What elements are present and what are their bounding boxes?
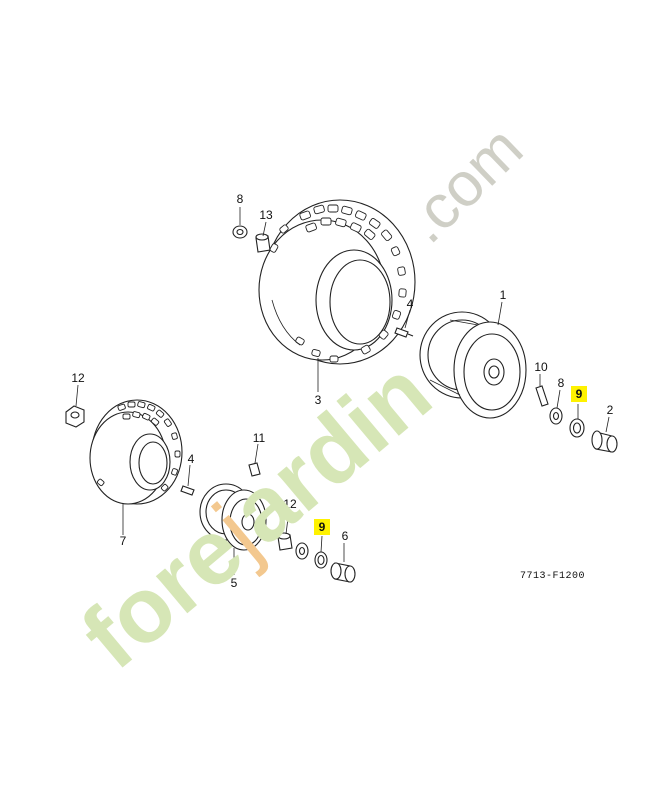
callout-6: 6 xyxy=(341,529,349,543)
large-tire xyxy=(258,199,416,365)
small-rim xyxy=(199,483,267,551)
washer-8-upper xyxy=(232,225,248,239)
drawing-reference-code: 7713-F1200 xyxy=(520,571,586,582)
callout-2: 2 xyxy=(606,403,614,417)
cap-6 xyxy=(330,562,356,583)
callout-12-left: 12 xyxy=(71,371,85,385)
callout-7: 7 xyxy=(119,534,127,548)
callout-9-right-highlighted: 9 xyxy=(571,386,587,402)
pin-10 xyxy=(535,385,549,407)
callout-8-right: 8 xyxy=(557,376,565,390)
callout-1: 1 xyxy=(499,288,507,302)
washer-8-right xyxy=(549,407,563,425)
bolt-11 xyxy=(248,462,261,477)
callout-4-lower: 4 xyxy=(187,452,195,466)
callout-5: 5 xyxy=(230,576,238,590)
seal-9-lower xyxy=(314,551,328,569)
callout-13: 13 xyxy=(259,208,273,222)
cap-2 xyxy=(591,430,618,453)
large-rim xyxy=(419,311,527,419)
callout-11: 11 xyxy=(252,431,266,445)
leader-lines xyxy=(75,207,610,575)
callout-8-upper: 8 xyxy=(236,192,244,206)
bushing-12-lower xyxy=(277,532,293,551)
callout-4-upper: 4 xyxy=(406,297,414,311)
nut-12-left xyxy=(65,405,85,428)
small-tire xyxy=(89,399,183,505)
callout-10: 10 xyxy=(534,360,548,374)
valve-stem-lower xyxy=(180,485,195,496)
washer-8-lower xyxy=(295,542,309,560)
callout-9-lower-highlighted: 9 xyxy=(314,519,330,535)
callout-3: 3 xyxy=(314,393,322,407)
callout-12-lower: 12 xyxy=(283,497,297,511)
bushing-13 xyxy=(255,233,271,253)
valve-stem-upper xyxy=(394,327,414,338)
seal-9-right xyxy=(569,418,585,438)
